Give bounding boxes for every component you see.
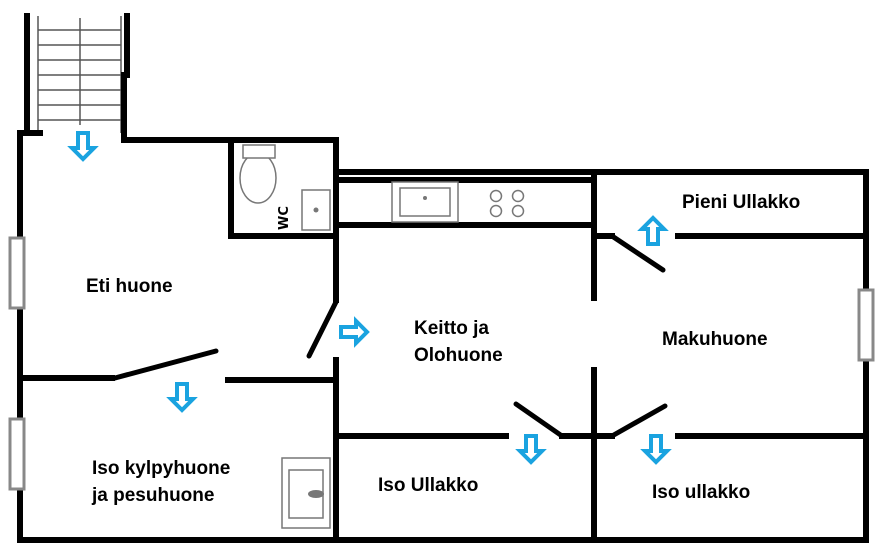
room-label-kylpy-line1: Iso kylpyhuone bbox=[92, 458, 230, 479]
toilet-icon bbox=[239, 152, 277, 204]
door-iso-ullakko-2 bbox=[609, 403, 668, 439]
windows bbox=[8, 236, 875, 491]
bathroom-sink-drain-icon bbox=[308, 490, 324, 498]
window-makuhuone bbox=[857, 288, 875, 362]
arrow-down-icon bbox=[166, 382, 198, 413]
kitchen-sink-drain-icon bbox=[423, 196, 427, 200]
arrow-down-icon bbox=[515, 434, 547, 465]
bathroom-fixtures bbox=[281, 457, 331, 529]
direction-arrows bbox=[67, 131, 672, 465]
room-label-keitto-line1: Keitto ja bbox=[414, 318, 489, 339]
room-label-eti-huone: Eti huone bbox=[86, 276, 173, 297]
kitchen-fixtures bbox=[391, 181, 525, 223]
door-eti-kylpy bbox=[112, 348, 219, 381]
room-label-kylpy-line2: ja pesuhuone bbox=[91, 485, 214, 506]
arrow-up-icon bbox=[637, 215, 669, 246]
wc-label: WC bbox=[277, 206, 292, 230]
room-label-iso-ullakko: Iso Ullakko bbox=[378, 475, 478, 496]
door-pieni-ullakko bbox=[609, 233, 666, 273]
window-kylpyhuone bbox=[8, 417, 26, 491]
doors bbox=[112, 233, 668, 439]
door-iso-ullakko bbox=[513, 401, 565, 439]
arrow-down-icon bbox=[67, 131, 99, 162]
arrow-right-icon bbox=[339, 316, 370, 348]
interior-walls bbox=[19, 137, 869, 543]
wc-fixtures: WC bbox=[239, 144, 331, 231]
room-label-iso-ullakko-2: Iso ullakko bbox=[652, 482, 750, 503]
kitchen-sink-basin-icon bbox=[399, 187, 451, 217]
room-label-makuhuone: Makuhuone bbox=[662, 329, 768, 350]
window-eti-huone bbox=[8, 236, 26, 310]
room-labels: Eti huone Keitto ja Olohuone Pieni Ullak… bbox=[86, 192, 800, 506]
staircase bbox=[24, 13, 130, 136]
room-label-pieni-ullakko: Pieni Ullakko bbox=[682, 192, 800, 213]
stove-icon bbox=[489, 189, 525, 218]
toilet-tank-icon bbox=[242, 144, 276, 159]
room-label-keitto-line2: Olohuone bbox=[414, 345, 503, 366]
arrow-down-icon bbox=[640, 434, 672, 465]
door-eti-olohuone bbox=[306, 299, 339, 359]
wc-sink-drain-icon bbox=[313, 207, 319, 213]
